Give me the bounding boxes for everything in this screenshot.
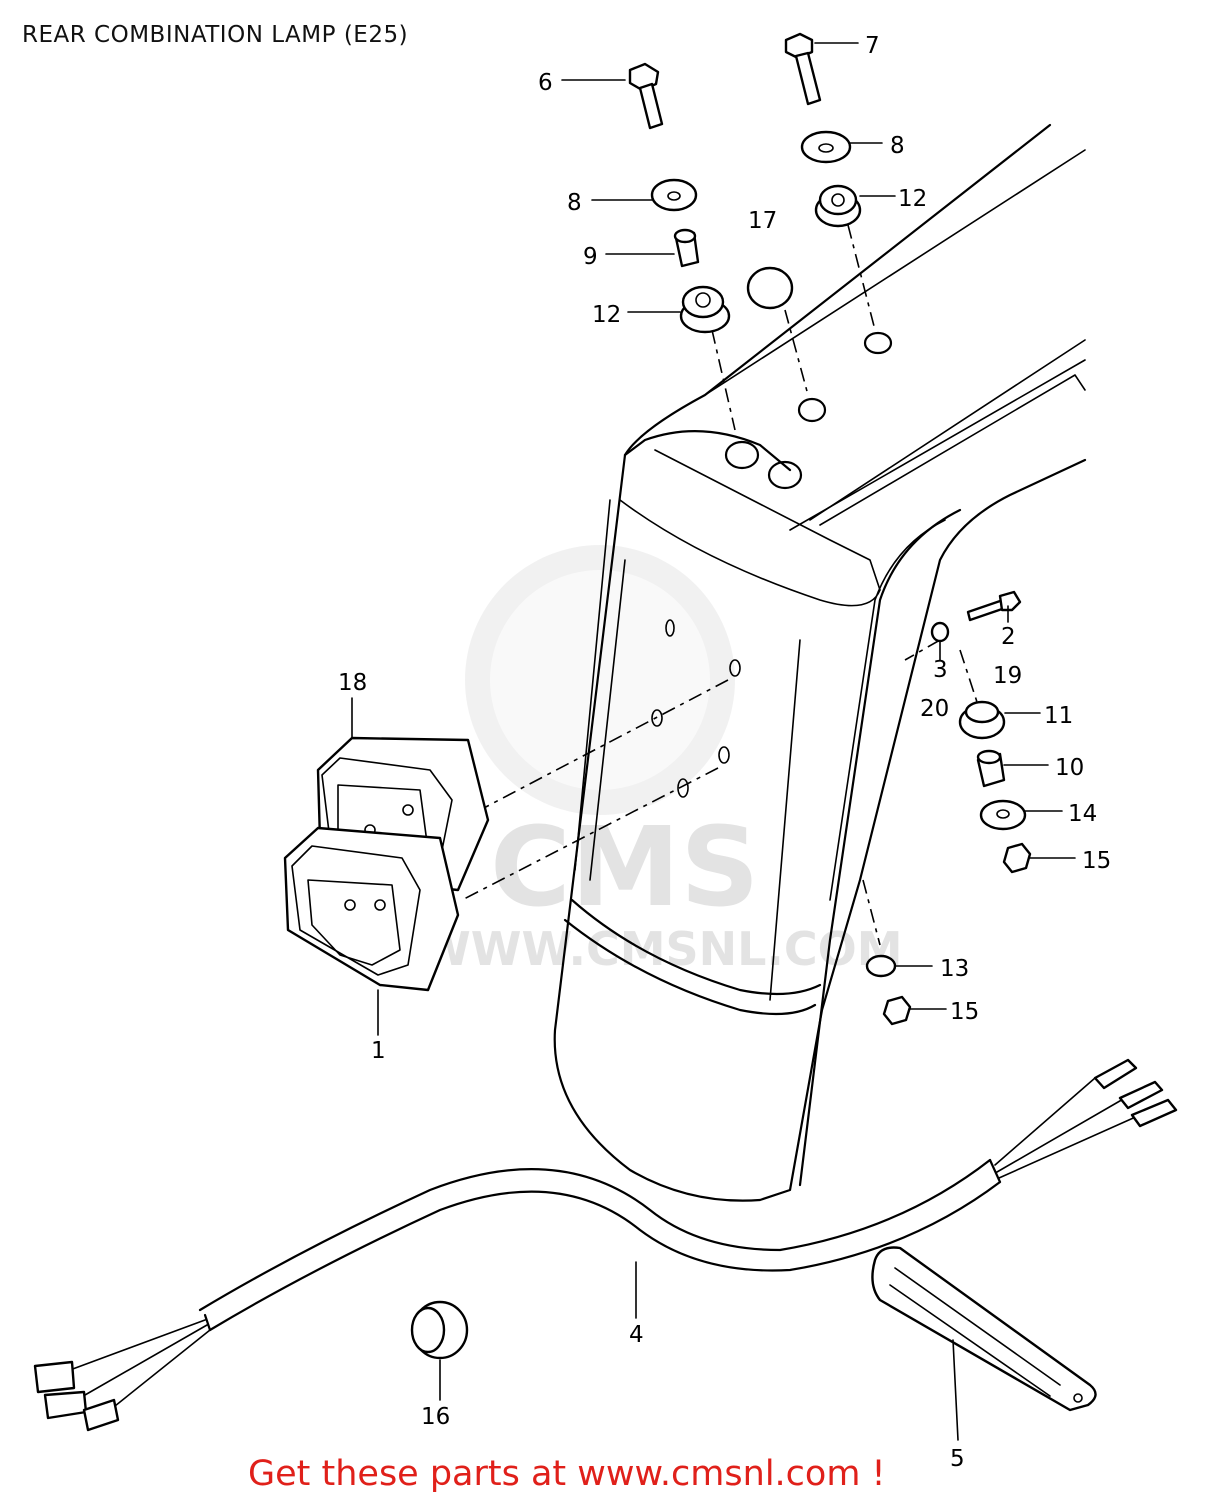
washer-8-upper (800, 130, 852, 164)
wiring-harness-4 (33, 1058, 1178, 1432)
callout-6: 6 (538, 70, 553, 96)
callout-12-upper: 12 (898, 186, 927, 212)
callout-8-upper: 8 (890, 133, 905, 159)
callout-8-lower: 8 (567, 190, 582, 216)
nut-12-lower (679, 285, 731, 334)
screw-2 (966, 590, 1022, 622)
callout-7: 7 (865, 33, 880, 59)
bolt-7 (784, 32, 822, 106)
callout-15-upper: 15 (1082, 848, 1111, 874)
callout-18: 18 (338, 670, 367, 696)
callout-1: 1 (371, 1038, 386, 1064)
callout-labels: 6 7 8 8 12 17 9 12 2 19 3 20 11 10 14 15… (338, 33, 1111, 1472)
washer-8-lower (650, 178, 698, 212)
callout-16: 17 (748, 208, 777, 234)
washer-3 (930, 621, 950, 643)
assembly-leaders (461, 224, 979, 946)
callout-5: 5 (950, 1446, 965, 1472)
collar-10 (976, 749, 1006, 788)
callout-leaders (351, 42, 1076, 1441)
callout-14: 14 (1068, 801, 1097, 827)
grommet-17 (410, 1300, 469, 1360)
watermark-logo: CMS WWW.CMSNL.COM (420, 545, 903, 976)
lamp-1 (283, 826, 460, 992)
bolt-6 (628, 62, 664, 130)
callout-20: 20 (920, 696, 949, 722)
rear-fender (553, 123, 1087, 1202)
bracket-5 (871, 1246, 1097, 1412)
cap-16 (746, 266, 794, 310)
watermark-brand: CMS (490, 803, 759, 931)
footer-link-text[interactable]: Get these parts at www.cmsnl.com ! (248, 1454, 886, 1494)
callout-10: 10 (1055, 755, 1084, 781)
callout-2: 2 (1001, 624, 1016, 650)
washer-13 (865, 954, 897, 978)
nut-15-lower (882, 995, 912, 1026)
callout-19: 19 (993, 663, 1022, 689)
callout-11: 11 (1044, 703, 1073, 729)
grommet-11 (958, 700, 1006, 740)
watermark-url: WWW.CMSNL.COM (420, 922, 903, 976)
callout-3: 3 (933, 657, 948, 683)
callout-4: 4 (629, 1322, 644, 1348)
callout-12-lower: 12 (592, 302, 621, 328)
nut-15-upper (1002, 842, 1032, 874)
page-title: REAR COMBINATION LAMP (E25) (22, 22, 409, 48)
spacer-9 (673, 228, 700, 268)
washer-14 (979, 799, 1027, 831)
callout-17: 16 (421, 1404, 450, 1430)
callout-9: 9 (583, 244, 598, 270)
callout-13: 13 (940, 956, 969, 982)
nut-12-upper (814, 184, 862, 228)
callout-15-lower: 15 (950, 999, 979, 1025)
